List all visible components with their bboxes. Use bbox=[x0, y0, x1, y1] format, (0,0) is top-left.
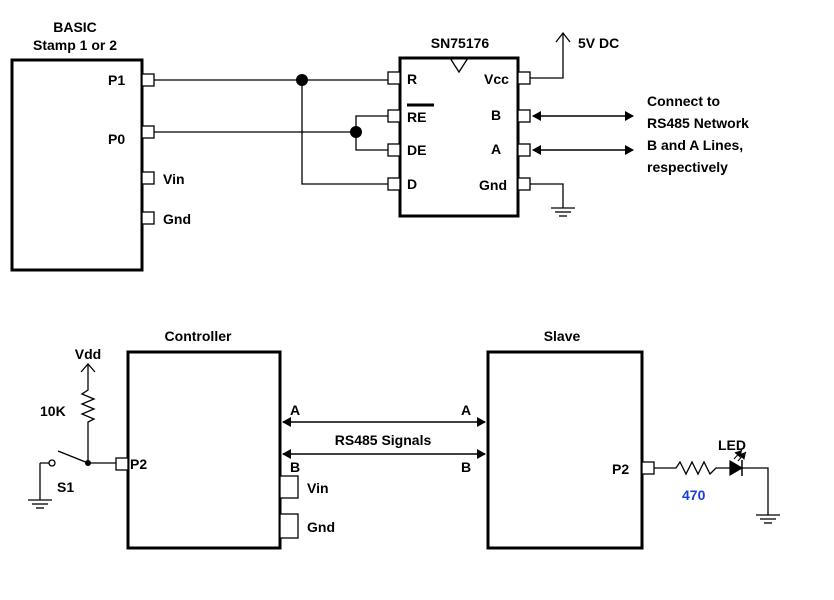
supply-arrow-icon bbox=[555, 31, 571, 43]
controller-pin-vin bbox=[279, 475, 299, 499]
switch-s1-contact bbox=[48, 459, 56, 467]
slave-line-b-label: B bbox=[461, 459, 471, 475]
stamp-label-vin: Vin bbox=[163, 171, 185, 187]
controller-label-vin: Vin bbox=[307, 480, 329, 496]
stamp-pin-p1 bbox=[141, 73, 155, 87]
junction-p1 bbox=[296, 74, 308, 86]
resistor-10k bbox=[80, 364, 96, 463]
wire-switch-gnd bbox=[39, 462, 49, 500]
chip-pin-gnd bbox=[517, 177, 531, 191]
led-emission-icon-2 bbox=[737, 451, 747, 462]
chip-label-r: R bbox=[407, 71, 417, 87]
chip-pin-d bbox=[387, 177, 401, 191]
network-note-3: B and A Lines, bbox=[647, 137, 743, 153]
stamp-title-line2: Stamp 1 or 2 bbox=[33, 37, 117, 53]
chip-pin-b bbox=[517, 109, 531, 123]
chip-label-re: RE bbox=[407, 109, 426, 125]
slave-line-a-label: A bbox=[461, 402, 471, 418]
chip-pin-r bbox=[387, 71, 401, 85]
signals-label: RS485 Signals bbox=[335, 432, 432, 448]
chip-label-a: A bbox=[491, 141, 501, 157]
supply-label: 5V DC bbox=[578, 35, 619, 51]
stamp-title-line1: BASIC bbox=[53, 19, 97, 35]
switch-label: S1 bbox=[57, 479, 74, 495]
switch-s1-lever bbox=[57, 450, 89, 464]
controller-pin-gnd bbox=[279, 513, 299, 539]
chip-pin-re bbox=[387, 109, 401, 123]
wire-p1-d bbox=[301, 80, 388, 185]
slave-pin-p2 bbox=[641, 461, 655, 475]
led-diode-icon bbox=[729, 459, 744, 477]
junction-p0 bbox=[350, 126, 362, 138]
chip-label-gnd: Gnd bbox=[479, 177, 507, 193]
chip-label-vcc: Vcc bbox=[484, 71, 509, 87]
chip-label-d: D bbox=[407, 176, 417, 192]
controller-title: Controller bbox=[165, 328, 232, 344]
slave-label-p2: P2 bbox=[612, 461, 629, 477]
stamp-label-gnd: Gnd bbox=[163, 211, 191, 227]
ground-symbol-left-icon bbox=[28, 499, 52, 509]
controller-label-gnd: Gnd bbox=[307, 519, 335, 535]
resistor-470-label: 470 bbox=[682, 487, 706, 503]
basic-stamp-block bbox=[10, 58, 144, 272]
network-note-2: RS485 Network bbox=[647, 115, 749, 131]
stamp-pin-gnd bbox=[141, 211, 155, 225]
chip-pin-vcc bbox=[517, 71, 531, 85]
network-note-1: Connect to bbox=[647, 93, 720, 109]
chip-pin-a bbox=[517, 143, 531, 157]
ground-symbol-right-icon bbox=[756, 514, 780, 524]
stamp-label-p0: P0 bbox=[108, 131, 125, 147]
chip-pin-de bbox=[387, 143, 401, 157]
led-label: LED bbox=[718, 437, 746, 453]
chip-notch bbox=[449, 57, 469, 74]
chip-label-b: B bbox=[491, 107, 501, 123]
resistor-470 bbox=[654, 460, 730, 476]
led-emission-icon bbox=[733, 449, 743, 460]
resistor-10k-label: 10K bbox=[40, 403, 66, 419]
controller-line-a-label: A bbox=[290, 402, 300, 418]
wire-led-gnd bbox=[742, 467, 769, 515]
stamp-pin-vin bbox=[141, 171, 155, 185]
vdd-label: Vdd bbox=[75, 346, 101, 362]
chip-title: SN75176 bbox=[431, 35, 490, 51]
stamp-label-p1: P1 bbox=[108, 72, 125, 88]
chip-label-de: DE bbox=[407, 142, 426, 158]
sn75176-chip bbox=[398, 56, 520, 218]
slave-block bbox=[486, 350, 644, 550]
network-note-4: respectively bbox=[647, 159, 728, 175]
controller-line-b-label: B bbox=[290, 459, 300, 475]
wire-gnd bbox=[530, 183, 564, 208]
controller-pin-p2 bbox=[115, 457, 129, 471]
ground-symbol-icon bbox=[551, 207, 575, 217]
controller-block bbox=[126, 350, 282, 550]
wire-vcc bbox=[530, 34, 564, 79]
stamp-pin-p0 bbox=[141, 125, 155, 139]
slave-title: Slave bbox=[544, 328, 581, 344]
controller-label-p2: P2 bbox=[130, 456, 147, 472]
